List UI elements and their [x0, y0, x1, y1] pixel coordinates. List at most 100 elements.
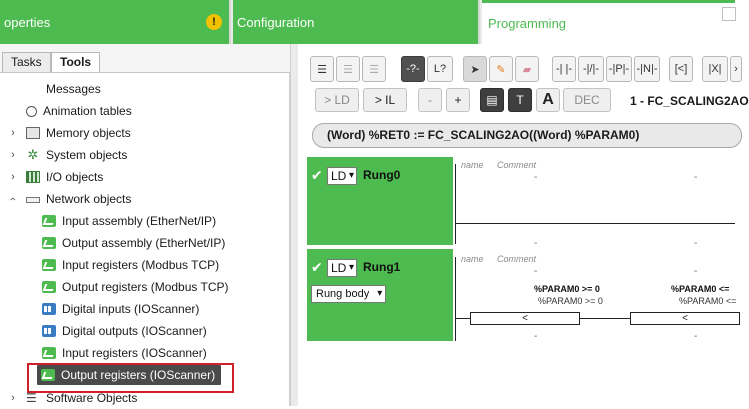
- empty-cell-marker: -: [694, 172, 698, 183]
- green-register-icon: [41, 369, 55, 381]
- rung-wire: [455, 223, 735, 224]
- highlight-annotation-box: [27, 363, 234, 393]
- contact-no-icon[interactable]: -| |-: [552, 56, 576, 82]
- empty-cell-marker: -: [534, 331, 538, 342]
- network-icon: [26, 197, 40, 203]
- io-icon: [26, 171, 40, 183]
- tree-item-animation-tables[interactable]: Animation tables: [26, 100, 132, 122]
- pointer-icon[interactable]: ➤: [463, 56, 487, 82]
- green-register-icon: [42, 347, 56, 359]
- eraser-icon[interactable]: ▰: [515, 56, 539, 82]
- zoom-in-button[interactable]: +: [446, 88, 470, 112]
- tree-item-label: Input registers (IOScanner): [62, 346, 207, 360]
- secondary-toolbar: > LD > IL - + ▤ T A DEC: [298, 88, 735, 114]
- green-register-icon: [42, 237, 56, 249]
- tab-properties-label: operties: [4, 14, 51, 30]
- tree-item-label: Memory objects: [46, 126, 131, 140]
- branch-icon[interactable]: L?: [427, 56, 453, 82]
- blue-digital-icon: [42, 325, 56, 337]
- tab-programming[interactable]: Programming: [482, 0, 735, 44]
- tree-item-input-registers-modbus[interactable]: Input registers (Modbus TCP): [42, 254, 219, 276]
- text-cursor-icon[interactable]: T: [508, 88, 532, 112]
- insert-rung-icon[interactable]: ☰: [310, 56, 334, 82]
- warning-icon[interactable]: !: [206, 14, 222, 30]
- tab-configuration-label: Configuration: [237, 14, 315, 30]
- tree-item-label: Digital outputs (IOScanner): [62, 324, 207, 338]
- tree-item-label: Input assembly (EtherNet/IP): [62, 214, 217, 228]
- tab-configuration[interactable]: Configuration: [233, 0, 480, 44]
- tree-item-digital-outputs-ioscanner[interactable]: Digital outputs (IOScanner): [42, 320, 207, 342]
- contact-nc-icon[interactable]: -|/|-: [578, 56, 604, 82]
- empty-cell-marker: -: [694, 238, 698, 249]
- tree-item-label: Network objects: [46, 192, 132, 206]
- tree-item-label: Output registers (Modbus TCP): [62, 280, 229, 294]
- rung-header[interactable]: ✔ LD Rung1 Rung body: [307, 249, 453, 341]
- compare-block[interactable]: <: [470, 312, 580, 325]
- green-register-icon: [42, 215, 56, 227]
- empty-cell-marker: -: [694, 266, 698, 277]
- ladder-toolbar: ☰ ☰ ☰ -?- L? ➤ ✎ ▰ -| |- -|/|- -|P|- -|N…: [298, 56, 742, 84]
- tree-item-io-objects[interactable]: I/O objects: [26, 166, 103, 188]
- expand-chevron-icon[interactable]: ›: [11, 149, 15, 161]
- tree-item-network-objects[interactable]: Network objects: [26, 188, 131, 210]
- convert-to-ld-button[interactable]: > LD: [315, 88, 359, 112]
- contact-n-icon[interactable]: -|N|-: [634, 56, 660, 82]
- tree-item-input-registers-ioscanner[interactable]: Input registers (IOScanner): [42, 342, 207, 364]
- expand-chevron-icon[interactable]: ›: [11, 171, 15, 183]
- empty-cell-marker: -: [694, 331, 698, 342]
- rung-body-dropdown[interactable]: Rung body: [311, 285, 387, 303]
- compare-block[interactable]: <: [630, 312, 740, 325]
- rung-name-column-label: name: [461, 160, 484, 170]
- insert-rung-after-icon[interactable]: ☰: [336, 56, 360, 82]
- tree-item-label: Digital inputs (IOScanner): [62, 302, 200, 316]
- convert-to-il-button[interactable]: > IL: [363, 88, 407, 112]
- tree-item-output-assembly-ethernetip[interactable]: Output assembly (EtherNet/IP): [42, 232, 225, 254]
- tree-item-digital-inputs-ioscanner[interactable]: Digital inputs (IOScanner): [42, 298, 199, 320]
- tree-item-system-objects[interactable]: ✲ System objects: [26, 144, 128, 166]
- tree-item-label: Messages: [46, 82, 101, 96]
- expand-chevron-icon[interactable]: ›: [11, 392, 15, 404]
- green-register-icon: [42, 259, 56, 271]
- contact-p-icon[interactable]: -|P|-: [606, 56, 632, 82]
- blue-digital-icon: [42, 303, 56, 315]
- zoom-out-button[interactable]: -: [418, 88, 442, 112]
- left-power-rail: [455, 164, 456, 244]
- software-icon: ☰: [26, 391, 37, 405]
- tree-item-label: Output registers (IOScanner): [61, 368, 216, 382]
- empty-cell-marker: -: [534, 172, 538, 183]
- rung-enabled-check-icon[interactable]: ✔: [311, 259, 323, 275]
- tab-properties[interactable]: operties: [0, 0, 231, 44]
- pencil-icon[interactable]: ✎: [489, 56, 513, 82]
- rung-enabled-check-icon[interactable]: ✔: [311, 167, 323, 183]
- contact-select-icon[interactable]: -?-: [401, 56, 425, 82]
- panel-subtabs: Tasks Tools: [0, 52, 290, 73]
- memory-icon: [26, 127, 40, 139]
- compare-block-icon[interactable]: [<]: [669, 56, 693, 82]
- tools-tree: Messages Animation tables › Memory objec…: [0, 72, 290, 406]
- delete-rung-icon[interactable]: ☰: [362, 56, 386, 82]
- programming-editor: ☰ ☰ ☰ -?- L? ➤ ✎ ▰ -| |- -|/|- -|P|- -|N…: [298, 44, 749, 406]
- window-control-box[interactable]: [722, 7, 736, 21]
- collapse-chevron-icon[interactable]: ›: [7, 197, 19, 201]
- rung-name: Rung0: [363, 168, 401, 182]
- rung-comment-column-label: Comment: [497, 160, 537, 170]
- section-title: 1 - FC_SCALING2AO: [630, 94, 749, 108]
- tree-item-output-registers-ioscanner[interactable]: Output registers (IOScanner): [37, 365, 222, 385]
- rung-header[interactable]: ✔ LD Rung0: [307, 157, 453, 245]
- tree-item-messages[interactable]: Messages: [46, 78, 101, 100]
- decimal-format-button[interactable]: DEC: [563, 88, 611, 112]
- rung-language-select[interactable]: LD: [327, 167, 357, 185]
- expand-chevron-icon[interactable]: ›: [11, 127, 15, 139]
- rung-language-select[interactable]: LD: [327, 259, 357, 277]
- comment-icon[interactable]: ▤: [480, 88, 504, 112]
- subtab-tasks[interactable]: Tasks: [2, 52, 51, 72]
- tree-item-memory-objects[interactable]: Memory objects: [26, 122, 131, 144]
- tree-item-input-assembly-ethernetip[interactable]: Input assembly (EtherNet/IP): [42, 210, 216, 232]
- xor-block-icon[interactable]: |X|: [702, 56, 728, 82]
- subtab-tools[interactable]: Tools: [51, 52, 101, 73]
- panel-splitter[interactable]: [290, 44, 298, 406]
- tree-item-output-registers-modbus[interactable]: Output registers (Modbus TCP): [42, 276, 229, 298]
- more-tools-icon[interactable]: ›: [730, 56, 742, 82]
- text-size-icon[interactable]: A: [536, 88, 560, 112]
- tree-item-software-objects[interactable]: ☰ Software Objects: [26, 387, 137, 409]
